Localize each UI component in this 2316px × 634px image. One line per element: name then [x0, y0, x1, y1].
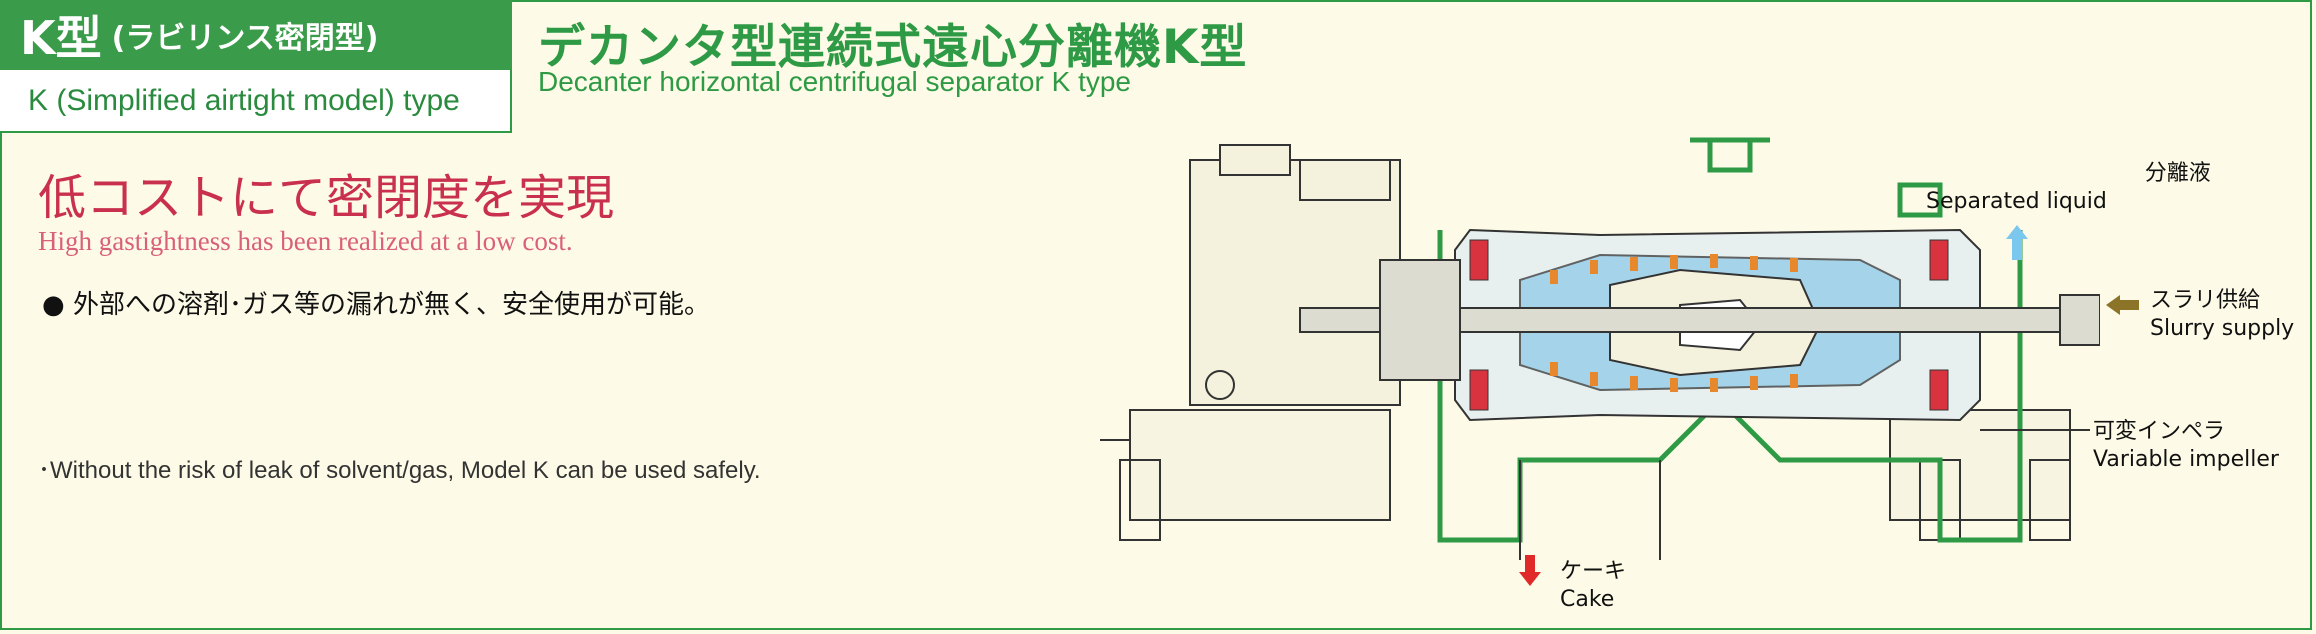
cake-en: Cake — [1560, 586, 1615, 612]
motor-housing — [1189, 144, 1401, 406]
cake-arrow-stem — [1525, 555, 1535, 573]
cake-arrow-icon — [1519, 572, 1541, 586]
impeller-leader-line — [1980, 429, 2090, 431]
slurry-label: スラリ供給 Slurry supply — [2150, 287, 2294, 342]
slurry-en: Slurry supply — [2150, 315, 2295, 341]
product-title-en: Decanter horizontal centrifugal separato… — [538, 66, 1131, 97]
feature-headline-en: High gastightness has been realized at a… — [38, 226, 573, 256]
cake-outlet — [1519, 460, 1661, 560]
slurry-jp: スラリ供給 — [2150, 288, 2261, 313]
separated-liquid-en: Separated liquid — [1926, 188, 2107, 214]
centrifuge-diagram — [1100, 137, 2100, 560]
model-badge: K型 (ラビリンス密閉型) — [0, 0, 512, 70]
impeller-en: Variable impeller — [2093, 446, 2279, 472]
cake-label: ケーキ Cake — [1560, 558, 1626, 613]
slurry-arrow-stem — [2119, 300, 2139, 310]
feature-bullet-jp: ● 外部への溶剤･ガス等の漏れが無く、安全使用が可能。 — [42, 290, 710, 320]
separated-liquid-arrow-icon — [2006, 225, 2028, 239]
shaft — [1299, 259, 2100, 381]
separated-liquid-arrow-stem — [2012, 238, 2022, 260]
product-title-jp: デカンタ型連続式遠心分離機K型 — [538, 20, 1248, 75]
impeller-label: 可変インペラ Variable impeller — [2093, 418, 2279, 473]
model-title: K型 — [20, 11, 102, 65]
base-frame — [1100, 409, 2071, 541]
seals — [1469, 239, 1949, 411]
slurry-arrow-icon — [2106, 295, 2120, 315]
cake-jp: ケーキ — [1560, 559, 1627, 584]
conveyor-flights — [1550, 254, 1798, 392]
impeller-jp: 可変インペラ — [2093, 419, 2226, 444]
model-subtitle: (ラビリンス密閉型) — [111, 21, 379, 56]
feature-headline-jp: 低コストにて密閉度を実現 — [38, 170, 615, 226]
feature-note-en: ･Without the risk of leak of solvent/gas… — [38, 457, 761, 484]
separated-liquid-jp: 分離液 — [2144, 161, 2211, 186]
separated-liquid-label: 分離液 Separated liquid — [1926, 160, 2211, 215]
model-english-label: K (Simplified airtight model) type — [0, 70, 512, 133]
